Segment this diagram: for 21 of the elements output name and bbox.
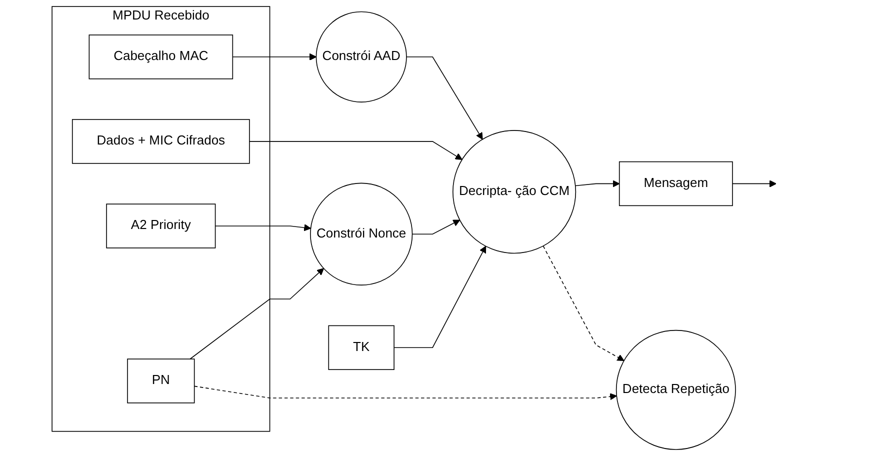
node-box: A2 Priority [106,204,216,248]
arrow [574,180,620,188]
arrow [406,56,483,140]
node-circle: Constrói Nonce [310,182,413,286]
node-circle: Detecta Repetição [616,330,736,450]
node-box: Cabeçalho MAC [88,34,234,80]
arrow [412,220,460,235]
node-circle: Constrói AAD [316,11,407,102]
arrow [542,246,624,362]
node-box: TK [328,325,394,370]
arrow [394,246,486,348]
arrow [732,180,776,188]
arrow [190,268,324,360]
node-box: Dados + MIC Cifrados [72,119,250,164]
arrow [194,386,617,400]
node-box: PN [127,358,195,404]
arrow [214,224,312,232]
arrow [249,141,462,160]
node-box: Mensagem [618,161,733,206]
arrow [232,53,317,60]
node-circle: Decripta- ção CCM [452,130,576,254]
